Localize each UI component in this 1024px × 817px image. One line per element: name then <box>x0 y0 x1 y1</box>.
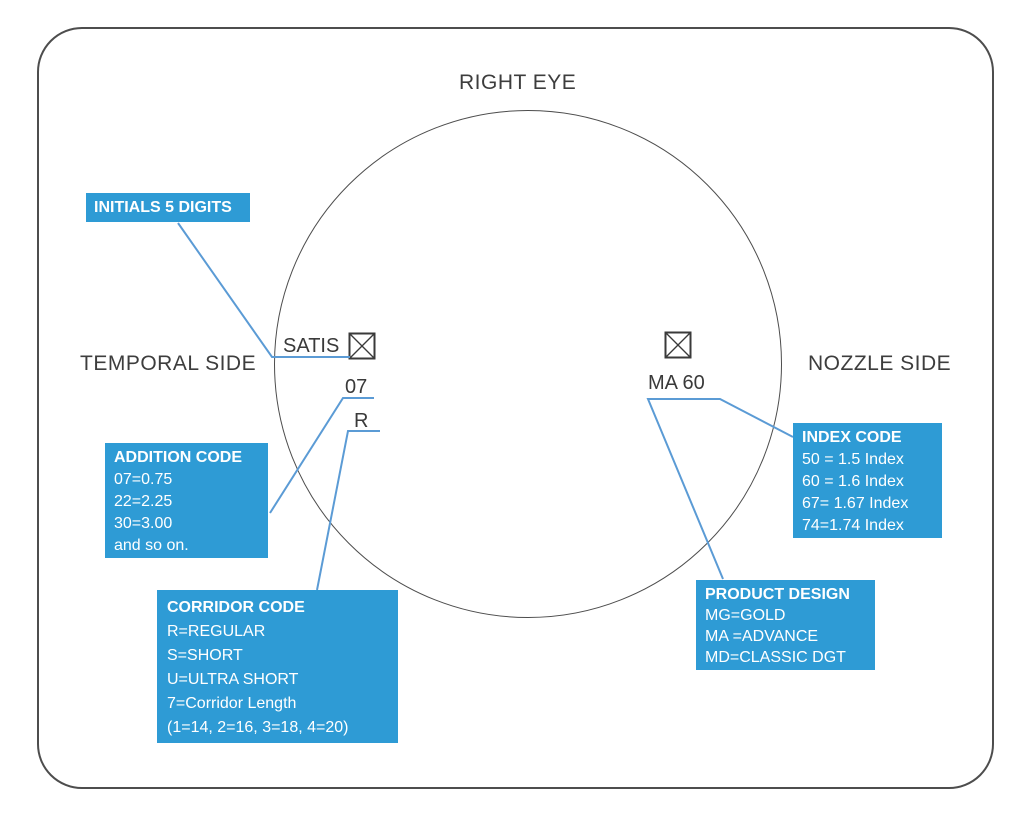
diagram-title: RIGHT EYE <box>459 71 577 94</box>
callout-initials: INITIALS 5 DIGITS <box>86 193 250 222</box>
engraving-addition-value: 07 <box>345 376 368 398</box>
callout-product-design: PRODUCT DESIGN MG=GOLD MA =ADVANCE MD=CL… <box>696 580 875 670</box>
callout-addition-line: 30=3.00 <box>114 515 173 532</box>
engraving-cross-square-icon <box>348 332 376 360</box>
callout-product-title: PRODUCT DESIGN <box>705 586 850 603</box>
callout-addition-line: and so on. <box>114 537 189 554</box>
callout-initials-title: INITIALS 5 DIGITS <box>94 199 232 216</box>
temporal-side-label: TEMPORAL SIDE <box>80 352 257 375</box>
engraving-cross-square-icon <box>664 331 692 359</box>
diagram-border <box>37 27 994 789</box>
nozzle-side-label: NOZZLE SIDE <box>808 352 952 375</box>
callout-corridor-line: (1=14, 2=16, 3=18, 4=20) <box>167 719 349 736</box>
lens-outline <box>274 110 782 618</box>
callout-addition-line: 07=0.75 <box>114 471 173 488</box>
callout-index-line: 50 = 1.5 Index <box>802 451 904 468</box>
callout-product-line: MD=CLASSIC DGT <box>705 649 846 666</box>
callout-corridor-line: R=REGULAR <box>167 623 266 640</box>
callout-addition-line: 22=2.25 <box>114 493 173 510</box>
callout-corridor-code: CORRIDOR CODE R=REGULAR S=SHORT U=ULTRA … <box>157 590 398 743</box>
callout-addition-title: ADDITION CODE <box>114 449 242 466</box>
callout-index-code: INDEX CODE 50 = 1.5 Index 60 = 1.6 Index… <box>793 423 942 538</box>
callout-corridor-line: 7=Corridor Length <box>167 695 297 712</box>
callout-corridor-line: S=SHORT <box>167 647 243 664</box>
callout-index-title: INDEX CODE <box>802 429 902 446</box>
callout-corridor-line: U=ULTRA SHORT <box>167 671 299 688</box>
engraving-index-product-value: MA 60 <box>648 372 705 394</box>
callout-index-line: 74=1.74 Index <box>802 517 904 534</box>
callout-index-line: 60 = 1.6 Index <box>802 473 904 490</box>
engraving-corridor-value: R <box>354 410 369 432</box>
engraving-initials-value: SATIS <box>283 335 340 357</box>
callout-corridor-title: CORRIDOR CODE <box>167 599 305 616</box>
callout-index-line: 67= 1.67 Index <box>802 495 909 512</box>
callout-product-line: MG=GOLD <box>705 607 786 624</box>
callout-addition-code: ADDITION CODE 07=0.75 22=2.25 30=3.00 an… <box>105 443 268 558</box>
callout-product-line: MA =ADVANCE <box>705 628 819 645</box>
